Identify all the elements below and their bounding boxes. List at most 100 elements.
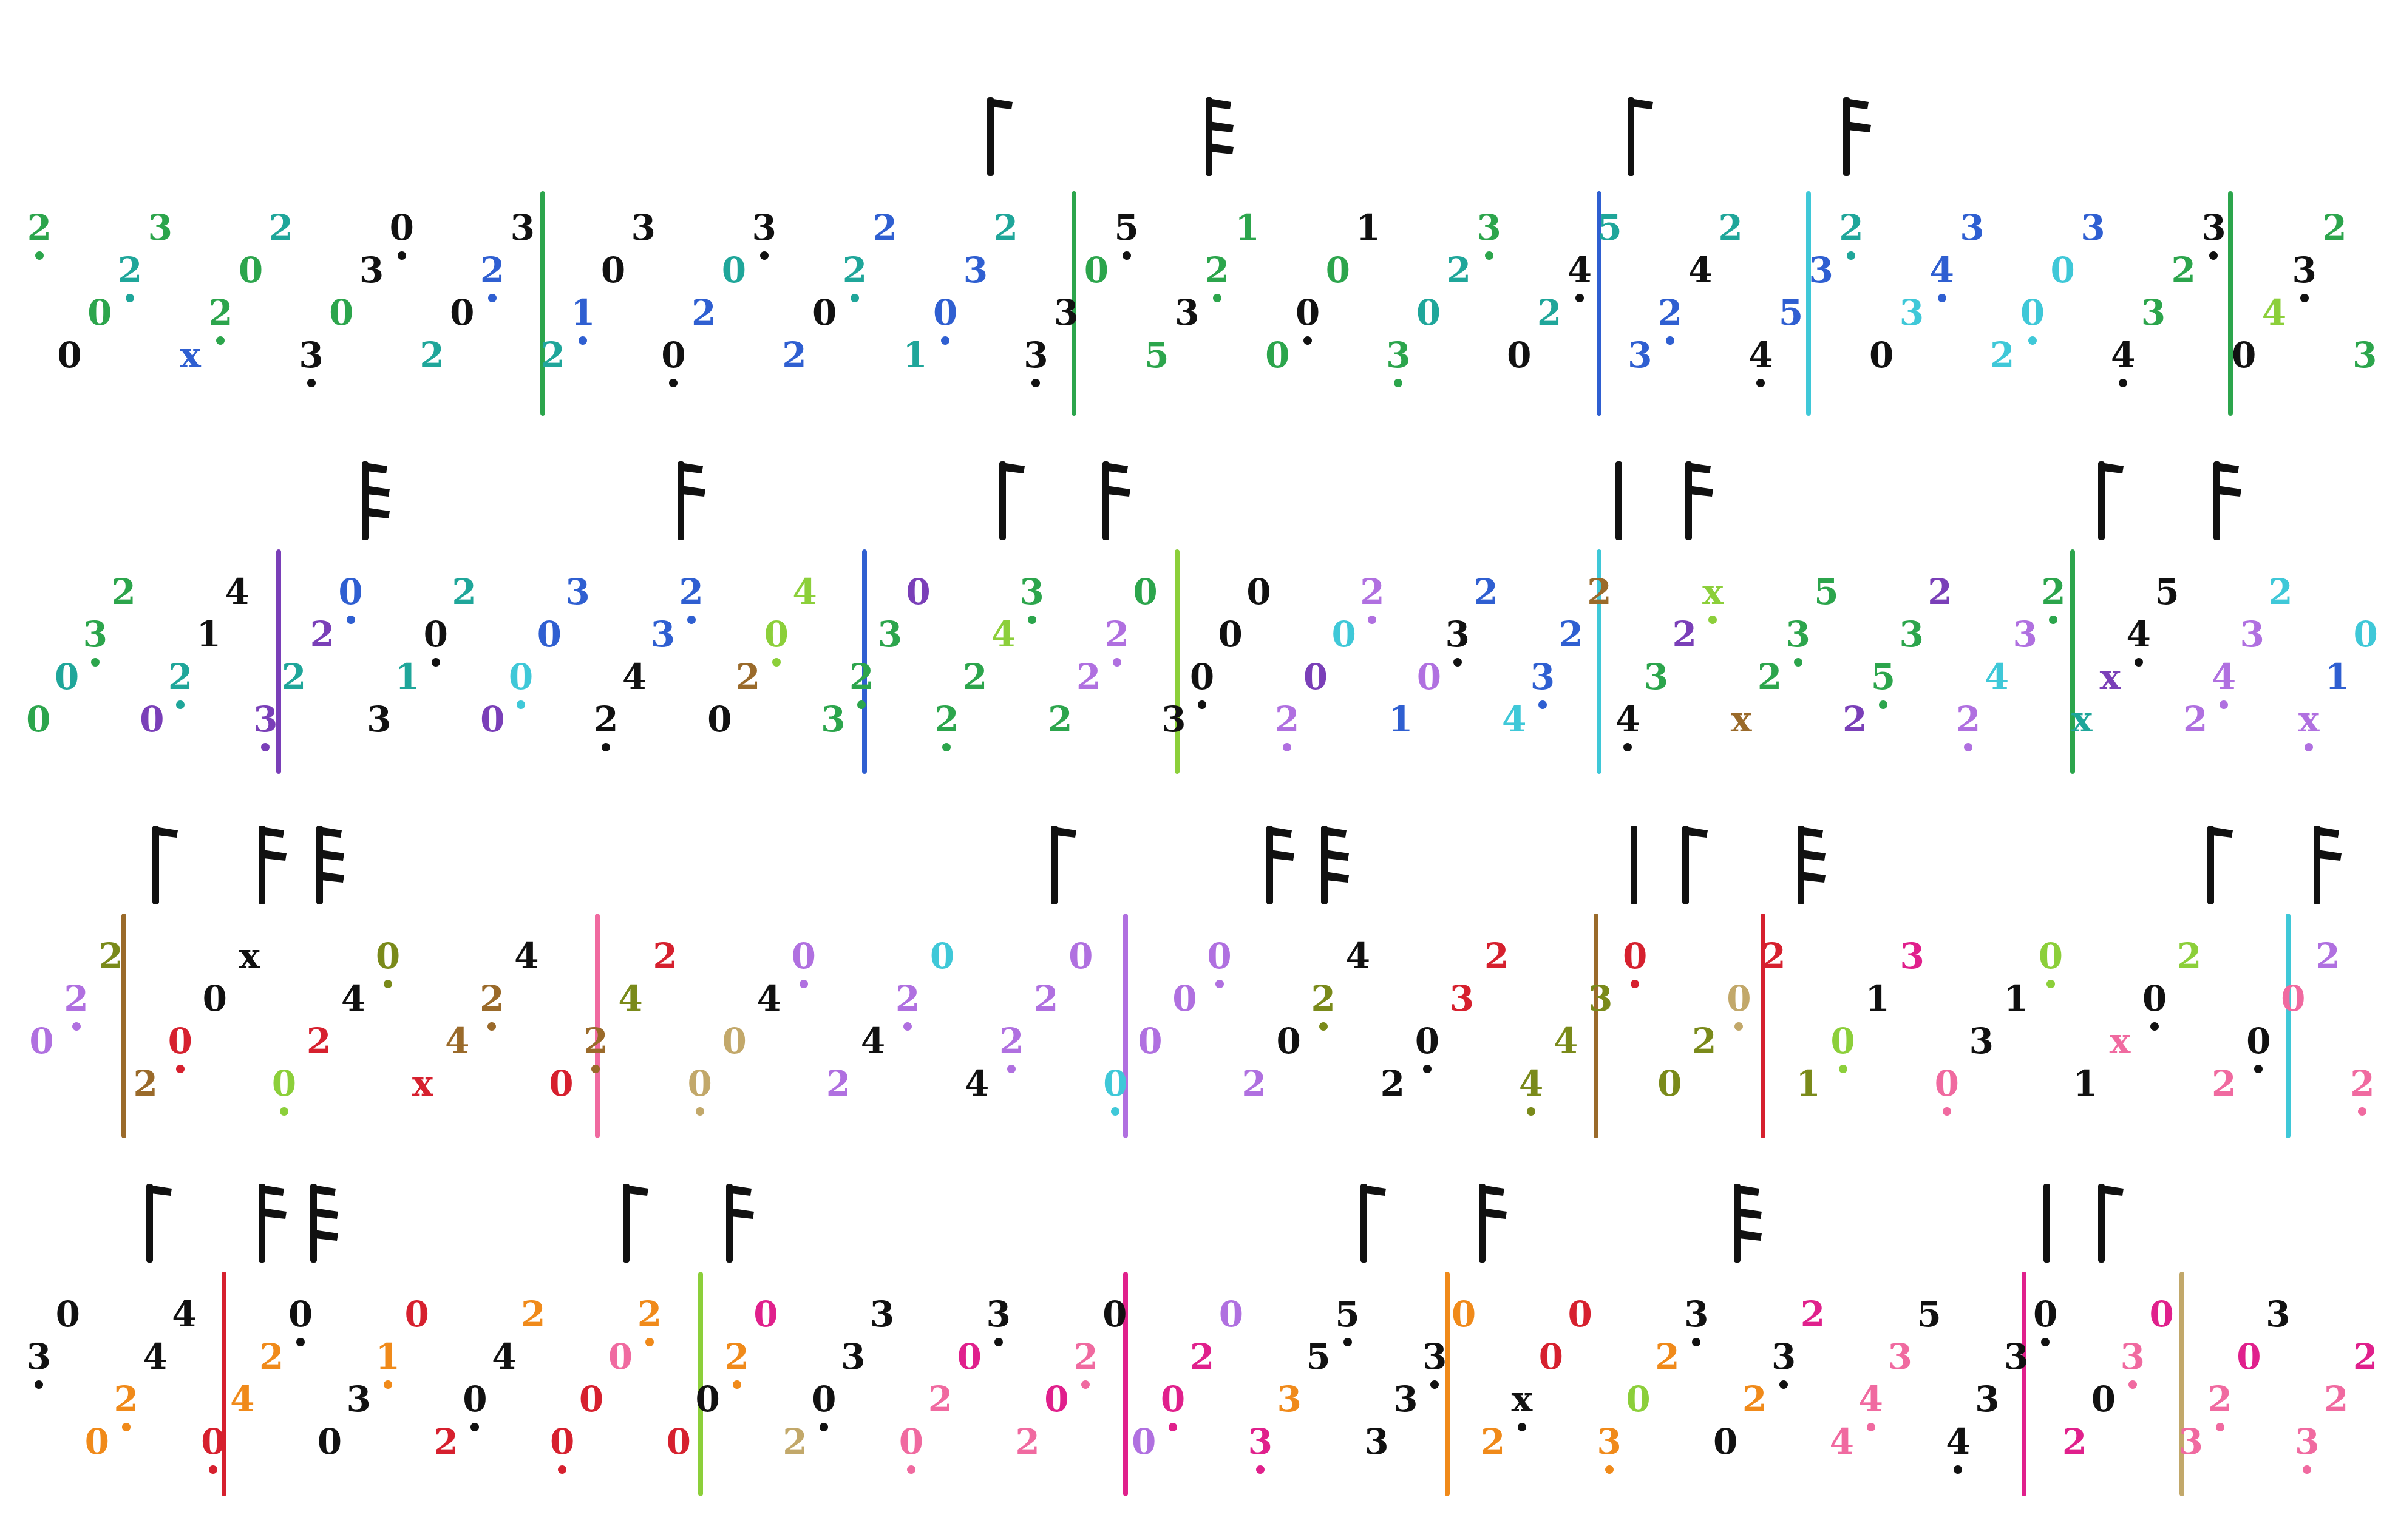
fret-number: 4 (1567, 249, 1592, 291)
fret-number: 0 (480, 699, 505, 740)
articulation-dot (1122, 251, 1131, 260)
fret-number: 2 (2207, 1379, 2232, 1420)
articulation-dot (2150, 1022, 2159, 1031)
articulation-dot (1847, 251, 1856, 260)
fret-number: 2 (1484, 935, 1509, 977)
rhythm-flag-eighth-icon (2210, 461, 2246, 540)
barline (1597, 549, 1601, 774)
articulation-dot (1734, 1022, 1744, 1031)
fret-number: 2 (306, 1020, 331, 1062)
fret-number: 2 (2182, 699, 2208, 740)
barline (595, 914, 600, 1138)
fret-number: 0 (722, 1020, 747, 1062)
articulation-dot (602, 743, 611, 751)
fret-number: 0 (55, 1294, 81, 1335)
fret-number: 0 (389, 207, 414, 248)
fret-number: 1 (395, 656, 420, 697)
fret-number: 0 (1626, 1379, 1651, 1420)
articulation-dot (1527, 1107, 1536, 1116)
fret-number: 2 (872, 207, 897, 248)
fret-number: 3 (1597, 1421, 1622, 1462)
fret-number: 2 (594, 699, 619, 740)
fret-number: 3 (1476, 207, 1501, 248)
fret-number: 2 (1360, 571, 1385, 612)
articulation-dot (383, 1380, 392, 1389)
articulation-dot (2254, 1065, 2263, 1073)
articulation-dot (121, 1423, 131, 1431)
fret-number: 5 (1306, 1336, 1331, 1377)
fret-number: 3 (1386, 334, 1411, 376)
fret-number: 0 (1132, 1421, 1157, 1462)
fret-number: 4 (991, 614, 1016, 655)
fret-number: 4 (514, 935, 539, 977)
articulation-dot (487, 1022, 497, 1031)
barline (1594, 914, 1598, 1138)
articulation-dot (1605, 1465, 1614, 1474)
fret-number: 2 (583, 1020, 608, 1062)
fret-number: 0 (721, 249, 747, 291)
fret-number: 3 (1364, 1421, 1389, 1462)
fret-number: 2 (1204, 249, 1230, 291)
articulation-dot (2046, 980, 2055, 988)
fret-number: 2 (1104, 614, 1129, 655)
fret-number: 0 (1138, 1020, 1163, 1062)
articulation-dot (820, 1423, 829, 1431)
rhythm-flag-eighth-icon (1263, 826, 1299, 904)
articulation-dot (558, 1465, 567, 1474)
fret-number: 0 (1207, 935, 1232, 977)
fret-number: 3 (2080, 207, 2105, 248)
fret-number: 3 (2201, 207, 2226, 248)
fret-number: 2 (724, 1336, 749, 1377)
fret-number: 0 (1172, 978, 1197, 1019)
fret-number: 4 (964, 1063, 990, 1104)
fret-number: 3 (2240, 614, 2264, 655)
articulation-dot (1394, 379, 1403, 387)
fret-number: 2 (1657, 292, 1683, 333)
fret-number: 3 (1887, 1336, 1912, 1377)
fret-number: 0 (1538, 1336, 1563, 1377)
fret-number: 3 (1053, 292, 1079, 333)
fret-number: 4 (172, 1294, 197, 1335)
fret-number: 5 (1114, 207, 1139, 248)
articulation-dot (1198, 700, 1206, 709)
fret-number: 0 (666, 1421, 691, 1462)
barline (1761, 914, 1765, 1138)
fret-number: 0 (1713, 1421, 1738, 1462)
fret-number: 0 (1068, 935, 1093, 977)
articulation-dot (1484, 251, 1493, 260)
fret-number: 0 (1044, 1379, 1069, 1420)
articulation-dot (906, 1465, 915, 1474)
rhythm-flag-quarter-icon (1357, 1184, 1393, 1263)
fret-number: 0 (2033, 1294, 2058, 1335)
fret-number: 2 (1241, 1063, 1266, 1104)
rhythm-flag-quarter-icon (2204, 826, 2240, 904)
articulation-dot (176, 700, 185, 709)
fret-number: 4 (1829, 1421, 1854, 1462)
fret-number: 0 (1102, 1294, 1127, 1335)
fret-number: 2 (653, 935, 678, 977)
fret-number: 2 (2352, 1336, 2378, 1377)
fret-number: 0 (1331, 614, 1356, 655)
fret-number: 0 (87, 292, 112, 333)
fret-number: 3 (1445, 614, 1470, 655)
fret-number: 2 (782, 334, 807, 376)
rhythm-flag-quarter-icon (2094, 461, 2131, 540)
fret-number: 1 (1865, 978, 1890, 1019)
fret-number: 0 (707, 699, 732, 740)
fret-number: 0 (2142, 978, 2167, 1019)
articulation-dot (296, 1338, 305, 1346)
articulation-dot (397, 251, 406, 260)
fret-number: 2 (2323, 1379, 2349, 1420)
fret-number: 4 (622, 656, 647, 697)
fret-number: 0 (201, 1421, 226, 1462)
fret-number: 5 (1597, 207, 1622, 248)
fret-number: 2 (2212, 1063, 2237, 1104)
fret-number: 3 (963, 249, 988, 291)
fret-number: 2 (2322, 207, 2347, 248)
fret-number: 3 (2266, 1294, 2291, 1335)
fret-number: x (412, 1063, 433, 1104)
fret-number: 1 (903, 334, 928, 376)
articulation-dot (470, 1423, 480, 1431)
